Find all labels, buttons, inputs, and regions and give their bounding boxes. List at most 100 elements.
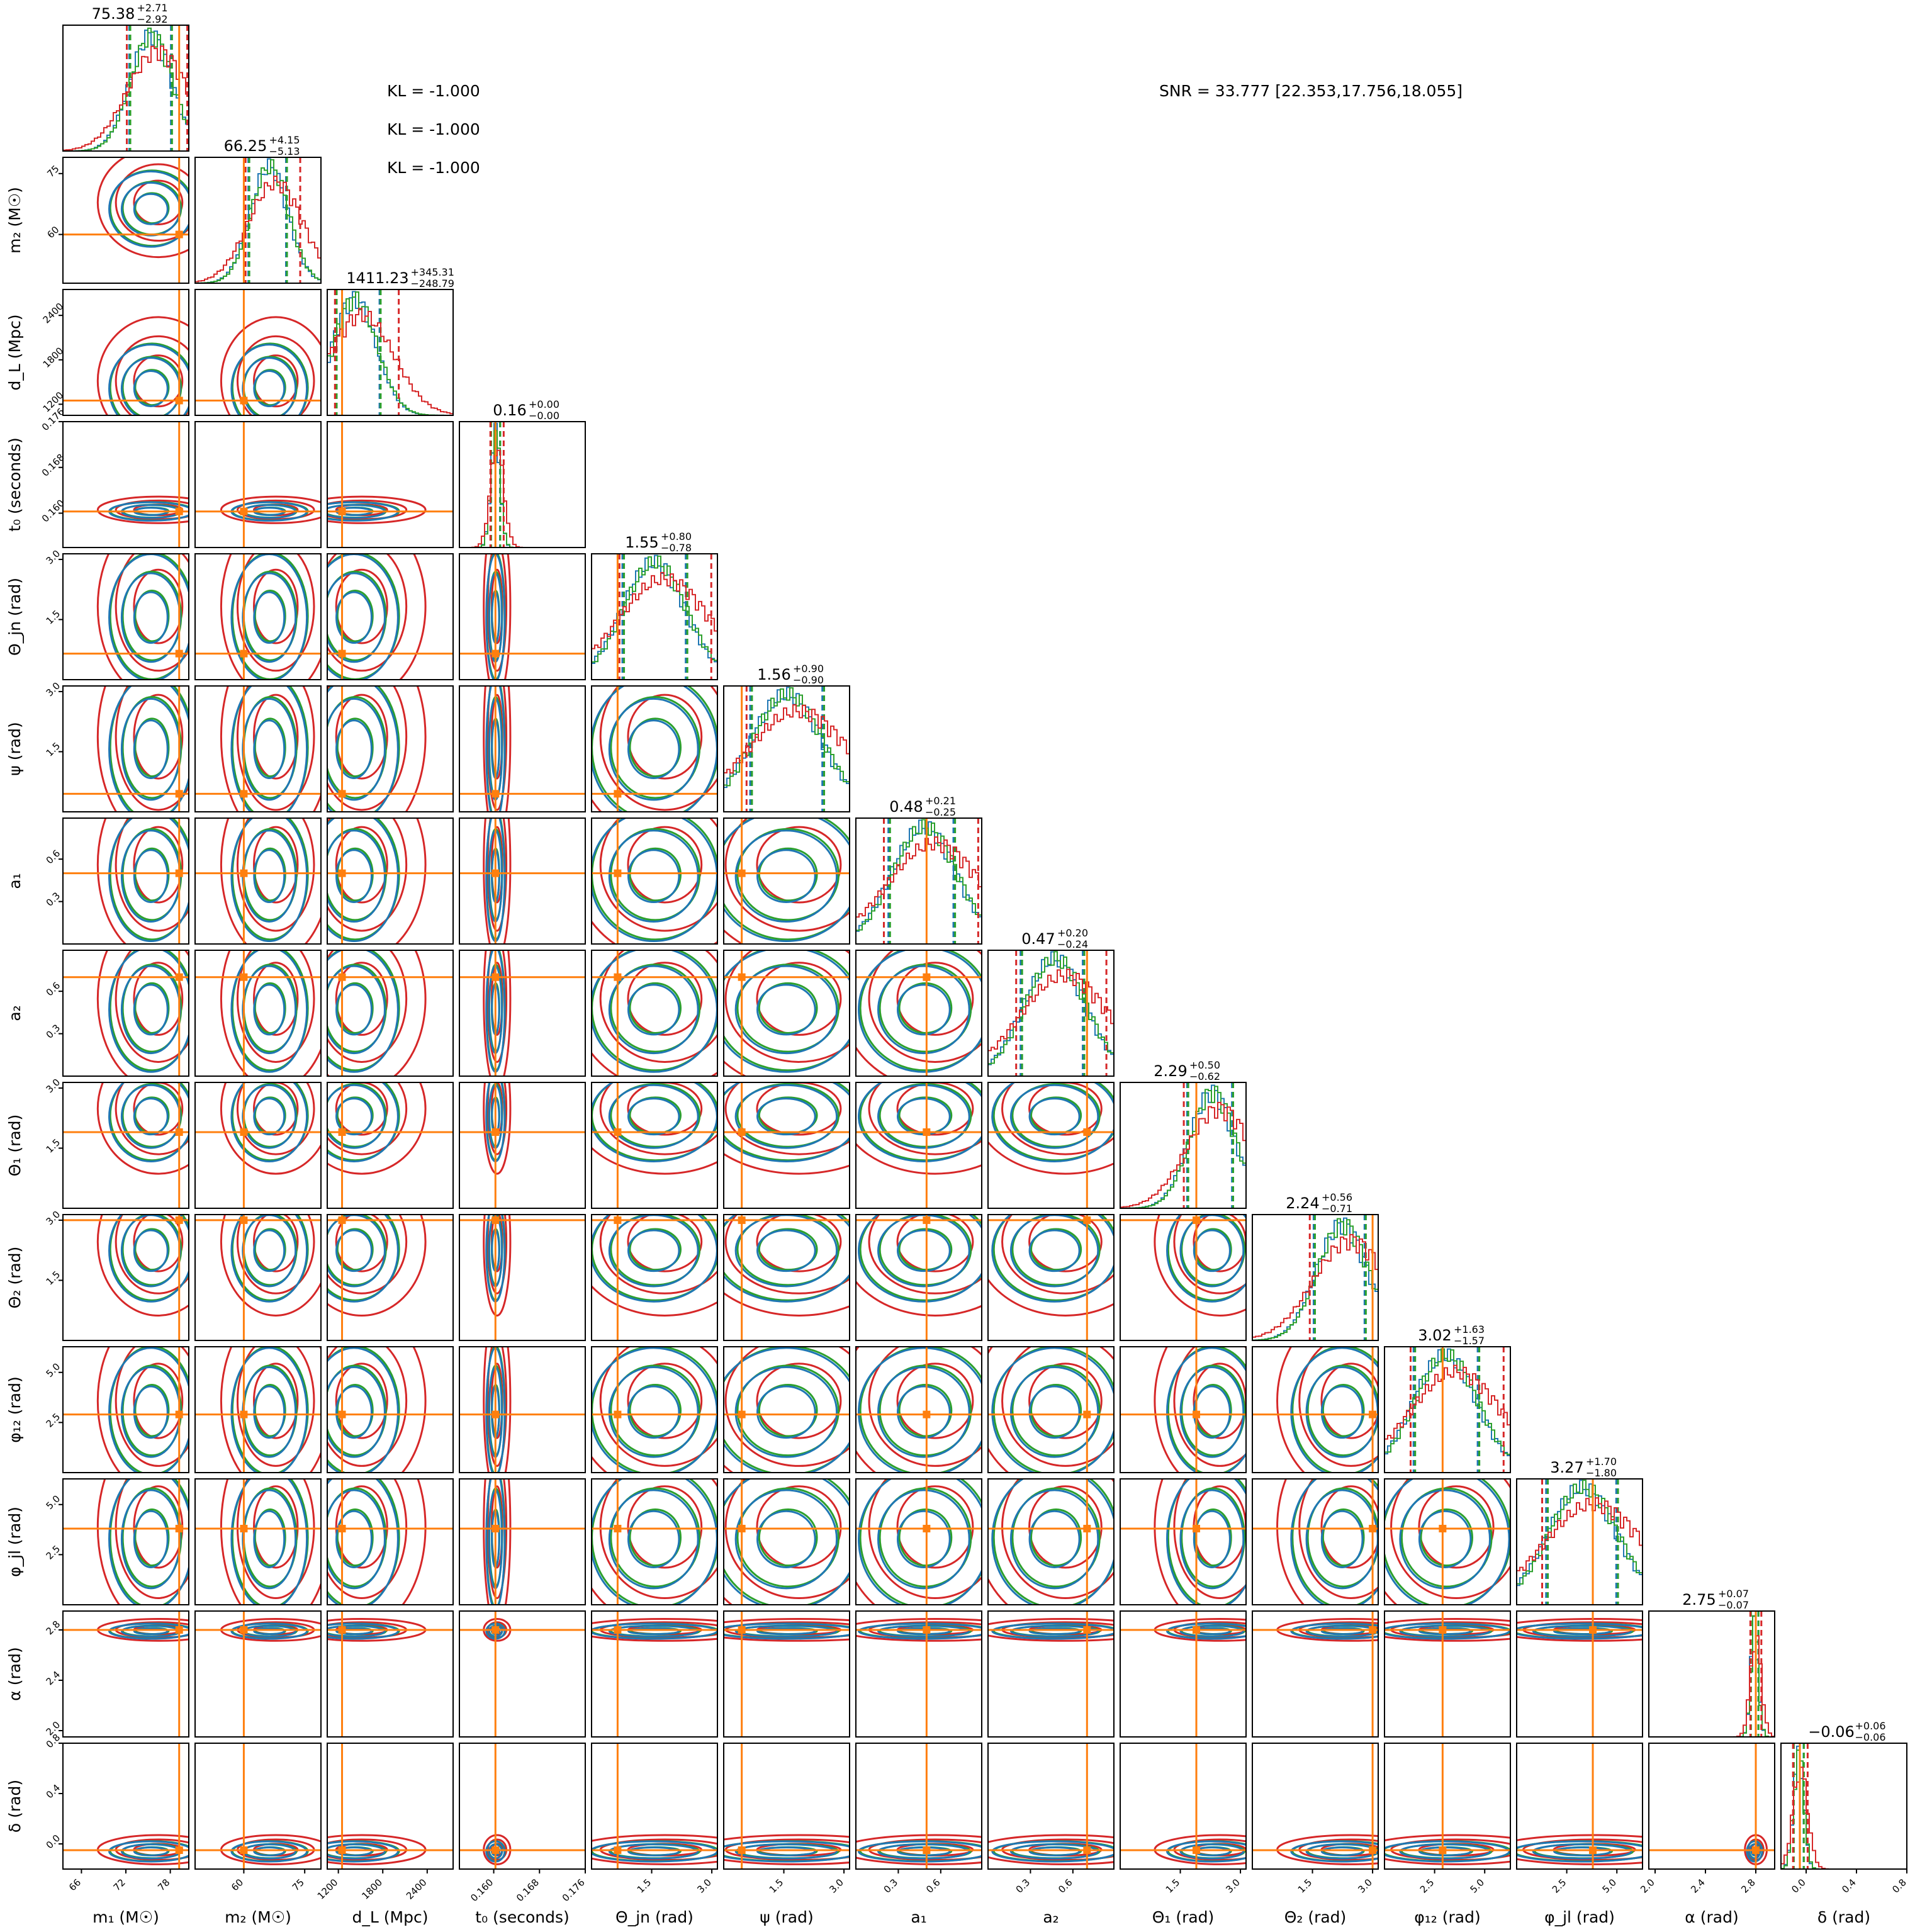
panel-frame — [62, 1214, 189, 1341]
panel-frame — [327, 817, 454, 945]
contour-run-2 — [879, 1082, 972, 1148]
contour-run-1 — [120, 357, 181, 415]
truth-marker — [491, 1410, 500, 1418]
contour-run-2 — [121, 696, 183, 799]
y-tick-label: 0.0 — [44, 1833, 63, 1851]
contour-run-3 — [868, 1215, 982, 1295]
contour-run-1 — [1179, 1215, 1245, 1288]
y-tick-label: 3.0 — [44, 680, 63, 699]
contour-run-3 — [115, 335, 189, 415]
contour-panel-11-8 — [1120, 1479, 1246, 1605]
contour-run-1 — [756, 1627, 816, 1636]
panel-frame — [459, 553, 586, 680]
panel-frame — [1252, 1743, 1379, 1870]
panel-frame — [1384, 1346, 1511, 1473]
panel-frame — [62, 817, 189, 945]
contour-run-2 — [109, 342, 189, 415]
posterior-title-10: 3.02 — [1418, 1327, 1451, 1344]
contour-run-3 — [599, 1479, 717, 1599]
y-axis-label: t₀ (seconds) — [6, 437, 24, 531]
contour-panel-2-0 — [63, 289, 189, 415]
contour-run-2 — [327, 963, 387, 1053]
contour-run-3 — [133, 179, 184, 226]
contour-run-1 — [756, 1846, 816, 1856]
contour-run-3 — [220, 316, 321, 415]
contour-run-3 — [724, 818, 850, 932]
histogram-run-1 — [988, 951, 1114, 1065]
histogram-run-2 — [1649, 1615, 1775, 1737]
contour-run-2 — [327, 1082, 400, 1162]
contour-run-3 — [327, 818, 427, 944]
x-tick-label: 2400 — [404, 1877, 429, 1902]
contour-run-3 — [1390, 1479, 1510, 1599]
contour-run-2 — [109, 1215, 189, 1301]
contour-run-3 — [627, 826, 703, 904]
panel-frame — [591, 1743, 718, 1870]
contour-run-1 — [858, 1347, 982, 1473]
contour-run-2 — [898, 982, 953, 1034]
contour-run-2 — [1011, 1364, 1101, 1457]
histogram-panel-5 — [724, 686, 850, 812]
panel-frame — [855, 950, 982, 1077]
y-tick-label: 3.0 — [44, 548, 63, 567]
contour-run-3 — [756, 962, 842, 1036]
contour-run-3 — [115, 554, 189, 672]
truth-marker — [240, 790, 248, 798]
contour-run-2 — [1011, 1215, 1101, 1286]
x-axis-label: a₂ — [1043, 1908, 1059, 1926]
panel-frame — [987, 1214, 1115, 1341]
contour-run-1 — [608, 1625, 699, 1637]
contour-run-1 — [230, 950, 308, 1073]
contour-panel-7-1 — [195, 950, 321, 1076]
contour-run-1 — [253, 719, 286, 779]
y-tick-label: 1.5 — [44, 608, 63, 627]
histogram-run-1 — [63, 29, 189, 151]
contour-run-3 — [724, 1152, 850, 1175]
contour-run-2 — [1030, 1096, 1082, 1135]
truth-marker — [175, 396, 183, 405]
posterior-title-minus: −0.00 — [529, 410, 559, 422]
contour-run-1 — [108, 818, 189, 942]
truth-marker — [1589, 1846, 1597, 1854]
posterior-title-plus: +0.90 — [793, 663, 824, 675]
contour-run-2 — [327, 1347, 400, 1473]
contour-run-1 — [627, 1098, 680, 1136]
contour-run-1 — [608, 1084, 699, 1149]
contour-run-2 — [336, 1228, 374, 1271]
panel-frame — [459, 1743, 586, 1870]
contour-run-1 — [627, 1846, 680, 1856]
posterior-title-minus: −5.13 — [269, 145, 300, 157]
contour-panel-10-8 — [1120, 1347, 1246, 1473]
contour-run-3 — [133, 694, 184, 780]
contour-run-2 — [327, 570, 387, 661]
contour-run-3 — [327, 1082, 427, 1175]
contour-panel-11-10 — [1384, 1479, 1510, 1605]
contour-run-1 — [120, 829, 181, 923]
contour-run-1 — [1179, 1489, 1245, 1590]
histogram-run-2 — [592, 555, 717, 663]
histogram-panel-2 — [327, 289, 453, 415]
contour-panel-13-12 — [1649, 1743, 1775, 1869]
panel-frame — [459, 1082, 586, 1209]
contour-panel-10-4 — [592, 1347, 717, 1473]
contour-run-1 — [608, 829, 699, 923]
panel-frame — [723, 1214, 850, 1341]
contour-run-3 — [96, 495, 189, 524]
contour-run-2 — [992, 1479, 1114, 1605]
contour-run-3 — [96, 1082, 189, 1175]
contour-run-3 — [335, 826, 388, 904]
y-axis-label: φ_jl (rad) — [6, 1507, 24, 1577]
contour-run-2 — [134, 847, 170, 902]
contour-run-2 — [1167, 1347, 1246, 1473]
contour-panel-7-3 — [459, 950, 585, 1076]
contour-run-3 — [627, 1215, 703, 1272]
contour-panel-9-7 — [988, 1215, 1114, 1340]
contour-run-1 — [230, 1840, 308, 1863]
y-tick-label: 2400 — [41, 301, 66, 326]
contour-run-1 — [327, 1489, 386, 1590]
contour-run-1 — [253, 1510, 286, 1568]
x-tick-label: 1800 — [359, 1877, 385, 1902]
histogram-run-2 — [1781, 1749, 1907, 1869]
contour-run-1 — [327, 686, 399, 812]
contour-panel-13-0 — [63, 1743, 189, 1869]
